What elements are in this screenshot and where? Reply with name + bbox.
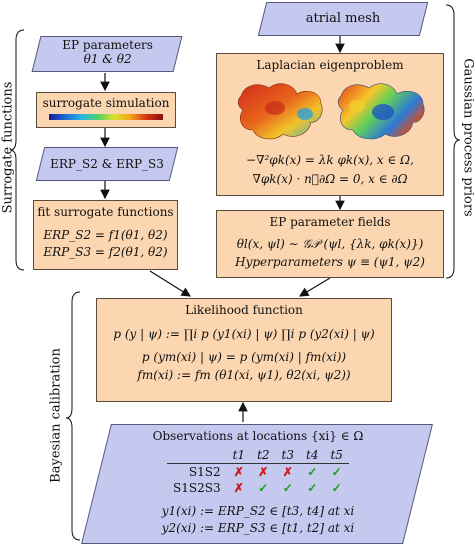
likelihood-eq3: fm(xi) := fm (θ1(xi, ψ1), θ2(xi, ψ2)) — [137, 368, 351, 382]
mark-cross: ✗ — [233, 465, 244, 479]
col-t5: t5 — [330, 448, 343, 462]
ep-fields-box: EP parameter fields θl(x, ψl) ∼ 𝒢𝒫 (ψl, … — [216, 210, 444, 278]
mesh-image-eigenfunction-2 — [337, 83, 425, 140]
mark-check: ✓ — [307, 481, 318, 495]
mesh-image-eigenfunction-1 — [237, 83, 323, 140]
col-t1: t1 — [232, 448, 246, 462]
laplacian-eq2: ∇φk(x) · n⃗∂Ω = 0, x ∈ ∂Ω — [252, 172, 408, 186]
mark-check: ✓ — [331, 481, 342, 495]
label-gaussian-process-priors: Gaussian process priors — [460, 58, 474, 217]
colorbar — [49, 114, 163, 120]
observations-eq1: y1(xi) := ERP_S2 ∈ [t3, t4] at xi — [161, 504, 355, 518]
observations-table: t1 t2 t3 t4 t5 S1S2 ✗ ✗ ✗ ✓ ✓ S1S2S3 ✗ ✓… — [167, 447, 349, 496]
fit-surrogate-eq2: ERP_S3 = f2(θ1, θ2) — [43, 245, 168, 259]
arrow-fields-to-likelihood — [298, 277, 331, 297]
fit-surrogate-box: fit surrogate functions ERP_S2 = f1(θ1, … — [33, 200, 178, 270]
likelihood-box: Likelihood function p (y | ψ) := ∏i p (y… — [96, 298, 392, 402]
mark-cross: ✗ — [233, 481, 244, 495]
surrogate-simulation-box: surrogate simulation — [36, 92, 176, 128]
col-t2: t2 — [257, 448, 270, 462]
row-label-s1s2s3: S1S2S3 — [173, 481, 221, 495]
observations-row-s1s2s3: S1S2S3 ✗ ✓ ✓ ✓ ✓ — [167, 480, 349, 496]
fit-surrogate-title: fit surrogate functions — [37, 205, 174, 219]
observations-eq2: y2(xi) := ERP_S3 ∈ [t1, t2] at xi — [161, 521, 355, 535]
label-bayesian-calibration: Bayesian calibration — [48, 348, 64, 483]
mark-check: ✓ — [282, 481, 293, 495]
ep-parameters-box: EP parameters θ1 & θ2 — [31, 36, 183, 72]
label-surrogate-functions: Surrogate functions — [0, 81, 16, 214]
ep-fields-title: EP parameter fields — [269, 215, 391, 229]
laplacian-title: Laplacian eigenproblem — [256, 58, 404, 72]
likelihood-eq1: p (y | ψ) := ∏i p (y1(xi) | ψ) ∏i p (y2(… — [113, 327, 375, 341]
observations-row-s1s2: S1S2 ✗ ✗ ✗ ✓ ✓ — [167, 463, 349, 480]
ep-fields-eq2: Hyperparameters ψ ≡ (ψ1, ψ2) — [235, 255, 425, 269]
row-label-s1s2: S1S2 — [188, 465, 221, 479]
likelihood-title: Likelihood function — [185, 303, 303, 317]
erp-box: ERP_S2 & ERP_S3 — [35, 147, 179, 181]
brace-surrogate — [9, 29, 25, 271]
ep-parameters-thetas: θ1 & θ2 — [83, 52, 132, 66]
atrial-mesh-label: atrial mesh — [305, 11, 381, 26]
ep-fields-eq1: θl(x, ψl) ∼ 𝒢𝒫 (ψl, {λk, φk(x)}) — [236, 237, 424, 251]
col-t4: t4 — [306, 448, 319, 462]
likelihood-eq2: p (ym(xi) | ψ) = p (ym(xi) | fm(xi)) — [141, 350, 347, 364]
mark-check: ✓ — [258, 481, 269, 495]
atrial-mesh-box: atrial mesh — [257, 2, 429, 36]
brace-gp — [445, 4, 461, 279]
surrogate-simulation-title: surrogate simulation — [42, 96, 170, 110]
ep-parameters-title: EP parameters — [62, 38, 153, 52]
observations-header-row: t1 t2 t3 t4 t5 — [167, 447, 349, 464]
fit-surrogate-eq1: ERP_S2 = f1(θ1, θ2) — [43, 228, 168, 242]
mark-check: ✓ — [307, 465, 318, 479]
col-t3: t3 — [281, 448, 295, 462]
mark-cross: ✗ — [282, 465, 293, 479]
laplacian-eq1: −∇²φk(x) = λk φk(x), x ∈ Ω, — [246, 153, 414, 167]
observations-title: Observations at locations {xi} ∈ Ω — [152, 429, 364, 443]
laplacian-box: Laplacian eigenproblem − — [216, 53, 444, 196]
arrow-fit-to-likelihood — [149, 270, 192, 297]
mark-check: ✓ — [331, 465, 342, 479]
mark-cross: ✗ — [258, 465, 269, 479]
erp-label: ERP_S2 & ERP_S3 — [50, 157, 164, 171]
observations-box: Observations at locations {xi} ∈ Ω t1 t2… — [81, 424, 433, 544]
brace-bayes — [65, 291, 81, 541]
